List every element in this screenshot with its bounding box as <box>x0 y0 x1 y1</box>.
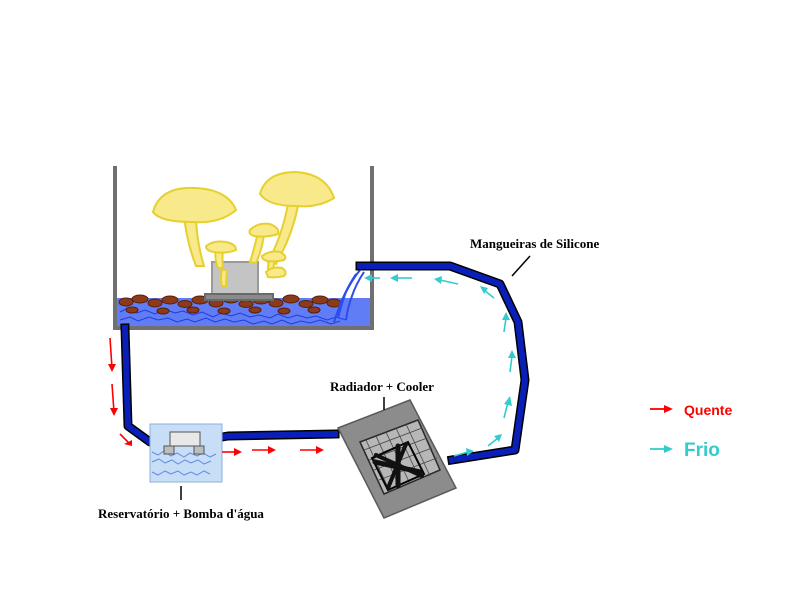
legend-cold-label: Frio <box>684 440 720 461</box>
legend-hot: Quente <box>650 402 732 418</box>
cyan-arrow-icon <box>650 445 673 453</box>
red-arrow-icon <box>252 446 276 454</box>
reservoir-pump: Reservatório + Bomba d'água <box>98 423 264 521</box>
hot-flow-arrows <box>108 337 324 456</box>
pump-block <box>169 431 201 447</box>
legend-cold: Frio <box>650 440 720 461</box>
cyan-arrow-icon <box>364 274 380 282</box>
mushroom-cluster <box>151 170 336 301</box>
tank-soil <box>118 294 342 315</box>
red-arrow-icon <box>300 446 324 454</box>
substrate-base <box>204 293 274 301</box>
reservoir-water-texture <box>151 450 217 476</box>
fan-x-icon <box>370 440 426 492</box>
terrarium-tank <box>113 166 374 330</box>
cyan-arrow-icon <box>390 274 412 282</box>
red-arrow-icon <box>222 448 242 456</box>
pump-connector-right <box>193 445 205 455</box>
hoses-leader <box>511 255 531 277</box>
water-inflow-stream <box>333 269 365 323</box>
reservoir-label: Reservatório + Bomba d'água <box>98 506 264 521</box>
cyan-arrow-icon <box>487 434 502 447</box>
legend: Quente Frio <box>650 402 732 461</box>
legend-hot-label: Quente <box>684 402 732 418</box>
cyan-arrow-icon <box>434 276 459 285</box>
red-arrow-icon <box>650 405 673 413</box>
red-arrow-icon <box>110 383 118 416</box>
radiator-label: Radiador + Cooler <box>330 379 434 394</box>
cyan-arrow-icon <box>453 448 474 457</box>
hoses-label: Mangueiras de Silicone <box>470 236 600 251</box>
red-arrow-icon <box>119 433 132 446</box>
radiator-cooler: Radiador + Cooler <box>330 379 458 519</box>
cold-flow-arrows <box>364 274 516 457</box>
pump-connector-left <box>163 445 175 455</box>
cyan-arrow-icon <box>480 286 495 299</box>
cyan-arrow-icon <box>503 396 512 419</box>
water-texture <box>119 307 347 325</box>
tank-walls <box>113 166 374 330</box>
cyan-arrow-icon <box>508 350 516 373</box>
cyan-arrow-icon <box>502 312 510 333</box>
red-arrow-icon <box>108 337 116 372</box>
